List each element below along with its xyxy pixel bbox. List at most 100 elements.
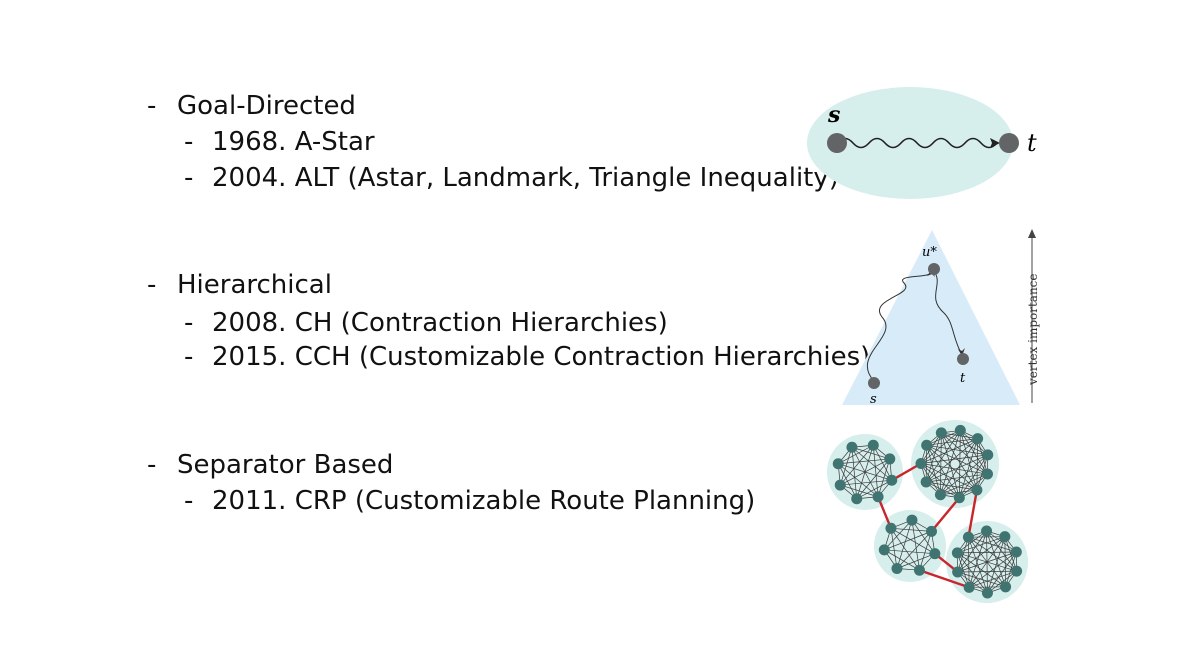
- downward-path: [933, 270, 963, 356]
- intra-edge: [851, 446, 890, 460]
- intra-edge: [884, 549, 920, 571]
- intra-edge: [890, 527, 932, 532]
- intra-edge: [911, 520, 920, 571]
- intra-edge: [896, 553, 935, 569]
- graph-node: [846, 441, 858, 453]
- intra-edge: [957, 537, 969, 573]
- graph-node: [885, 522, 897, 534]
- graph-node: [952, 566, 964, 578]
- graph-node: [921, 439, 933, 451]
- list-item-text: 2004. ALT (Astar, Landmark, Triangle Ine…: [212, 163, 839, 193]
- intra-edge: [896, 531, 932, 569]
- graph-node: [962, 531, 974, 543]
- graph-node: [971, 484, 983, 496]
- intra-edge: [884, 519, 913, 551]
- target-label: t: [960, 371, 966, 386]
- intra-edge: [919, 531, 932, 571]
- intra-edge: [920, 463, 960, 498]
- intra-edge: [926, 444, 988, 456]
- section-heading: Separator Based: [177, 450, 394, 480]
- intra-edge: [890, 527, 936, 554]
- intra-edge: [926, 445, 941, 495]
- intra-edge: [890, 528, 898, 569]
- intra-edge: [960, 430, 988, 475]
- graph-node: [972, 433, 984, 445]
- intra-edge: [840, 458, 890, 486]
- graph-node: [981, 587, 993, 599]
- graph-node: [999, 531, 1011, 543]
- intra-edge: [920, 454, 988, 464]
- intra-edge: [968, 530, 987, 588]
- graph-node: [884, 453, 896, 465]
- list-item: - 2011. CRP (Customizable Route Planning…: [184, 486, 756, 516]
- source-node: [827, 133, 847, 153]
- intra-edge: [838, 458, 890, 465]
- list-item: - 2015. CCH (Customizable Contraction Hi…: [184, 342, 870, 372]
- graph-node: [981, 468, 993, 480]
- list-item-text: 1968. A-Star: [212, 127, 375, 157]
- list-item: - 1968. A-Star: [184, 127, 375, 157]
- cut-edge: [967, 489, 979, 538]
- section-heading: Hierarchical: [177, 270, 332, 300]
- search-space-ellipse: [807, 87, 1013, 199]
- arrow-head: [990, 138, 1000, 148]
- list-item-text: 2011. CRP (Customizable Route Planning): [212, 486, 756, 516]
- intra-edge: [926, 481, 977, 491]
- graph-node: [982, 449, 994, 461]
- axis-label: vertex importance: [1026, 273, 1040, 386]
- intra-edge: [957, 536, 1006, 573]
- bullet: -: [147, 270, 157, 300]
- intra-edge: [957, 536, 1005, 554]
- hierarchy-triangle: [842, 230, 1020, 405]
- intra-edge: [877, 458, 891, 497]
- intra-edge: [957, 551, 1017, 573]
- bullet: -: [184, 163, 194, 193]
- graph-node: [935, 427, 947, 439]
- graph-node: [920, 476, 932, 488]
- target-label: t: [1027, 129, 1037, 157]
- intra-edge: [957, 530, 987, 573]
- intra-edge: [968, 537, 970, 588]
- intra-edge: [940, 473, 988, 496]
- list-item: - 2004. ALT (Astar, Landmark, Triangle I…: [184, 163, 839, 193]
- intra-edge: [884, 531, 932, 551]
- graph-node: [951, 547, 963, 559]
- graph-node: [891, 563, 903, 575]
- intra-edge: [941, 432, 988, 456]
- graph-node: [963, 581, 975, 593]
- intra-edge: [957, 551, 1017, 554]
- intra-edge: [987, 536, 1006, 594]
- intra-edge: [940, 438, 978, 495]
- cut-edge: [919, 569, 970, 589]
- intra-edge: [920, 430, 961, 464]
- source-node: [868, 377, 880, 389]
- goal-directed-figure: s t: [807, 87, 1037, 199]
- section-separator-based: - Separator Based: [147, 450, 394, 480]
- section-goal-directed: - Goal-Directed: [147, 91, 356, 121]
- graph-node: [851, 493, 863, 505]
- target-node: [957, 353, 969, 365]
- graph-node: [906, 514, 918, 526]
- graph-node: [834, 479, 846, 491]
- intra-edge: [987, 551, 1017, 594]
- graph-node: [934, 489, 946, 501]
- target-node: [999, 133, 1019, 153]
- intra-edge: [838, 444, 874, 465]
- intra-edge: [986, 530, 1017, 572]
- intra-edge: [968, 536, 1017, 553]
- graph-node: [913, 564, 925, 576]
- graph-node: [929, 548, 941, 560]
- intra-edge: [957, 530, 987, 554]
- intra-edge: [986, 530, 1017, 553]
- cut-edge: [876, 496, 893, 529]
- upward-path: [866, 268, 933, 382]
- bullet: -: [147, 450, 157, 480]
- graph-node: [867, 439, 879, 451]
- intra-edge: [1005, 551, 1017, 587]
- graph-node: [954, 424, 966, 436]
- list-item-text: 2008. CH (Contraction Hierarchies): [212, 308, 668, 338]
- graph-node: [832, 458, 844, 470]
- list-item: - 2008. CH (Contraction Hierarchies): [184, 308, 668, 338]
- intra-edge: [925, 454, 988, 483]
- intra-edge: [969, 570, 1017, 588]
